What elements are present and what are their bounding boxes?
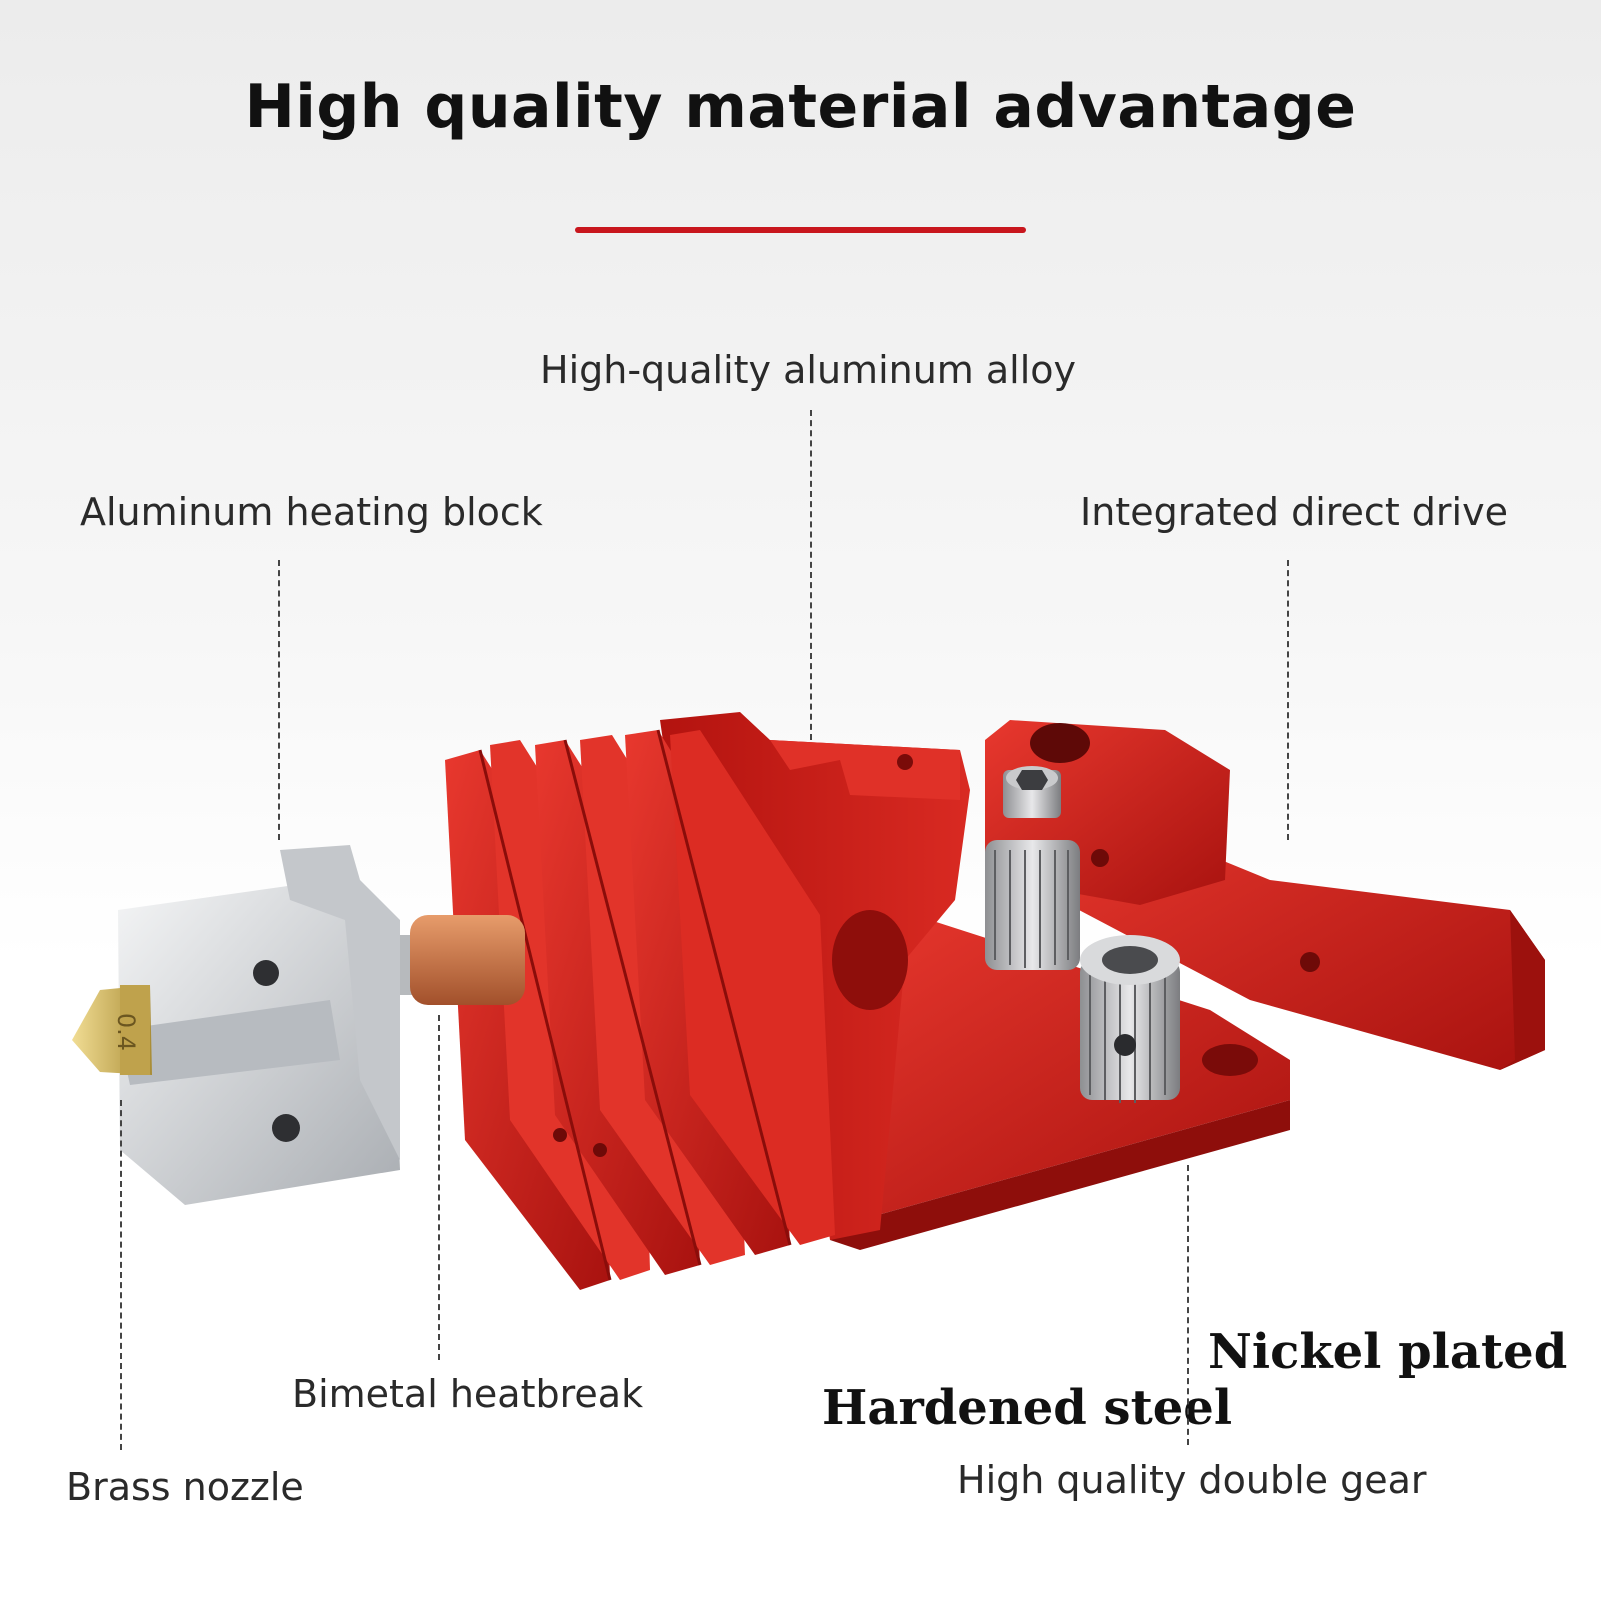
label-hardened-steel: Hardened steel bbox=[822, 1380, 1233, 1436]
leader-line-aluminum-alloy bbox=[810, 410, 812, 740]
leader-line-heating-block bbox=[278, 560, 280, 840]
leader-line-heatbreak bbox=[438, 1015, 440, 1360]
label-brass-nozzle: Brass nozzle bbox=[66, 1465, 304, 1509]
label-heatbreak: Bimetal heatbreak bbox=[292, 1372, 644, 1416]
brass-nozzle: 0.4 bbox=[72, 985, 152, 1075]
title-underline bbox=[575, 227, 1026, 233]
label-nickel-plated: Nickel plated bbox=[1208, 1324, 1568, 1380]
heatsink bbox=[445, 712, 970, 1290]
leader-line-brass-nozzle bbox=[120, 1100, 122, 1450]
lower-drive-gear bbox=[1080, 935, 1180, 1103]
heating-block bbox=[118, 845, 400, 1205]
label-direct-drive: Integrated direct drive bbox=[1080, 490, 1508, 534]
nozzle-size-marking: 0.4 bbox=[112, 1013, 140, 1051]
label-heating-block: Aluminum heating block bbox=[80, 490, 543, 534]
page-title: High quality material advantage bbox=[244, 72, 1357, 142]
extruder-base-plate bbox=[820, 920, 1290, 1250]
label-aluminum-alloy: High-quality aluminum alloy bbox=[540, 348, 1077, 392]
leader-line-double-gear bbox=[1187, 1165, 1189, 1445]
bimetal-heatbreak bbox=[392, 915, 525, 1005]
leader-line-direct-drive bbox=[1287, 560, 1289, 840]
upper-drive-gear bbox=[985, 766, 1080, 970]
label-double-gear: High quality double gear bbox=[957, 1458, 1427, 1502]
